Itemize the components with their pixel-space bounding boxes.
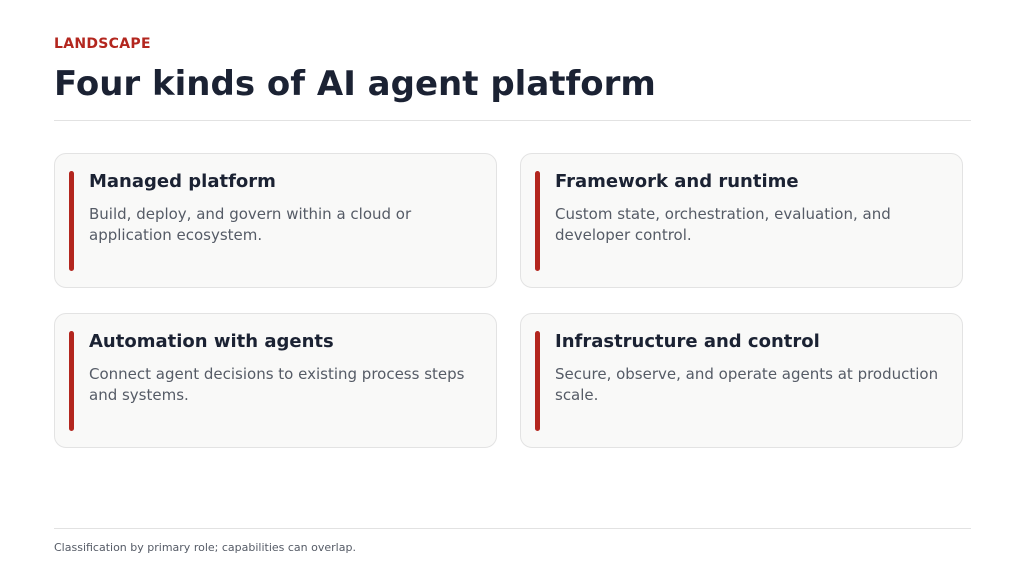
card-description: Custom state, orchestration, evaluation,… [555,205,891,244]
header-divider [54,120,971,121]
card-accent-bar [535,331,540,431]
card-automation-agents: Automation with agents Connect agent dec… [54,313,497,448]
card-description: Secure, observe, and operate agents at p… [555,365,939,404]
card-framework-runtime: Framework and runtime Custom state, orch… [520,153,963,288]
card-description: Build, deploy, and govern within a cloud… [89,205,412,244]
card-title: Framework and runtime [555,171,799,192]
card-title: Automation with agents [89,331,334,352]
footer-divider [54,528,971,529]
card-managed-platform: Managed platform Build, deploy, and gove… [54,153,497,288]
card-accent-bar [535,171,540,271]
card-infrastructure-control: Infrastructure and control Secure, obser… [520,313,963,448]
card-description: Connect agent decisions to existing proc… [89,365,465,404]
card-accent-bar [69,331,74,431]
footnote: Classification by primary role; capabili… [54,541,356,554]
page-title: Four kinds of AI agent platform [54,64,656,104]
section-eyebrow: LANDSCAPE [54,36,151,52]
card-accent-bar [69,171,74,271]
card-title: Managed platform [89,171,276,192]
card-title: Infrastructure and control [555,331,820,352]
